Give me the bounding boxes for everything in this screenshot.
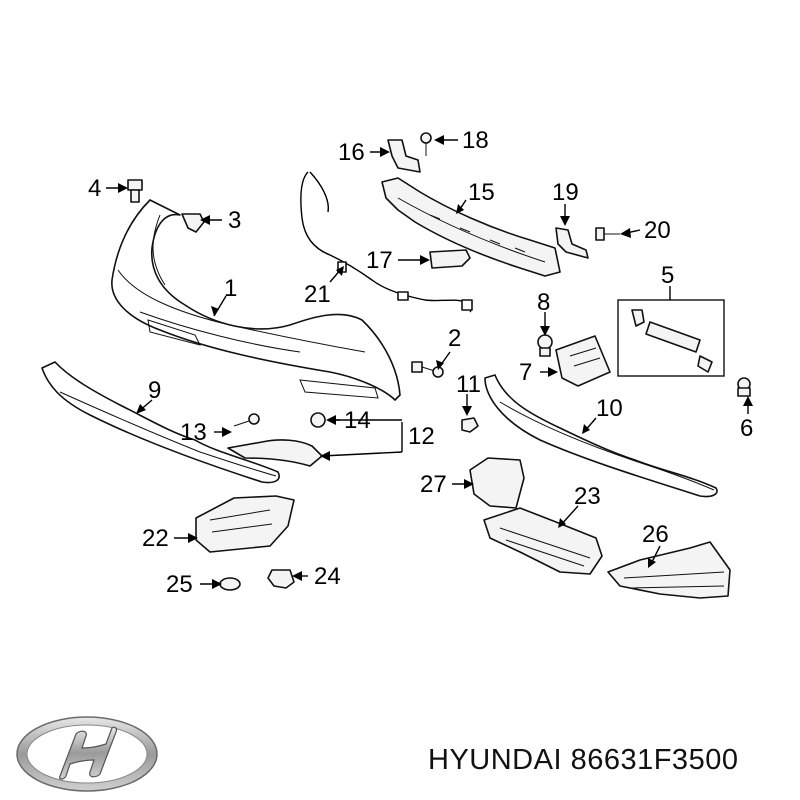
screw-13-part <box>233 413 260 427</box>
bracket-7-part <box>555 335 611 387</box>
bolt-20-part <box>595 227 620 241</box>
callout-8: 8 <box>537 289 550 316</box>
hyundai-logo-icon <box>16 716 158 792</box>
callout-26: 26 <box>642 521 669 548</box>
fastener-4-part <box>127 179 143 203</box>
part-number: 86631F3500 <box>570 744 739 776</box>
clip-14-part <box>310 412 326 428</box>
arrowheads <box>118 135 753 589</box>
callout-11: 11 <box>456 371 481 398</box>
bracket-17-part <box>429 249 471 269</box>
callout-3: 3 <box>228 207 241 234</box>
part-caption: HYUNDAI 86631F3500 <box>428 744 738 777</box>
bolt-6-part <box>737 377 751 397</box>
trim-kit-5-part <box>617 299 725 377</box>
callout-9: 9 <box>148 377 161 404</box>
reinforcement-beam-part <box>381 177 561 277</box>
clip-8-part <box>537 334 553 357</box>
callout-10: 10 <box>596 395 623 422</box>
bolt-2-part <box>411 361 444 378</box>
callout-1: 1 <box>224 275 237 302</box>
callout-21: 21 <box>304 281 331 308</box>
callout-27: 27 <box>420 471 447 498</box>
callout-19: 19 <box>552 179 579 206</box>
callout-17: 17 <box>366 247 393 274</box>
bumper-cover-part <box>111 199 401 401</box>
callout-15: 15 <box>468 179 495 206</box>
callout-5: 5 <box>661 262 674 289</box>
callout-12: 12 <box>408 423 435 450</box>
callout-2: 2 <box>448 325 461 352</box>
callout-24: 24 <box>314 563 341 590</box>
brand-name: HYUNDAI <box>428 744 563 776</box>
callout-18: 18 <box>462 127 489 154</box>
callout-16: 16 <box>338 139 365 166</box>
callout-6: 6 <box>740 415 753 442</box>
clip-11-part <box>461 417 479 433</box>
bolt-18-part <box>420 132 432 156</box>
callout-14: 14 <box>344 407 371 434</box>
bracket-19-part <box>555 227 589 259</box>
callout-20: 20 <box>644 217 671 244</box>
nut-25-part <box>219 577 241 591</box>
callout-7: 7 <box>519 359 532 386</box>
fastener-3-part <box>181 213 205 233</box>
splash-guard-23-part <box>483 507 603 575</box>
callout-labels: 1 2 3 4 5 6 7 8 9 10 11 12 13 14 15 16 1… <box>88 127 753 598</box>
callout-4: 4 <box>88 175 101 202</box>
bracket-16-part <box>387 139 421 173</box>
nut-24-part <box>267 569 295 589</box>
callout-25: 25 <box>166 571 193 598</box>
lower-diffuser-left-part <box>41 361 280 484</box>
bracket-27-part <box>469 457 525 509</box>
bracket-12-part <box>227 439 323 467</box>
callout-22: 22 <box>142 525 169 552</box>
callout-23: 23 <box>574 483 601 510</box>
callout-13: 13 <box>180 419 207 446</box>
lower-diffuser-right-part <box>484 374 718 498</box>
splash-guard-22-part <box>195 495 295 553</box>
splash-guard-26-part <box>607 541 731 599</box>
